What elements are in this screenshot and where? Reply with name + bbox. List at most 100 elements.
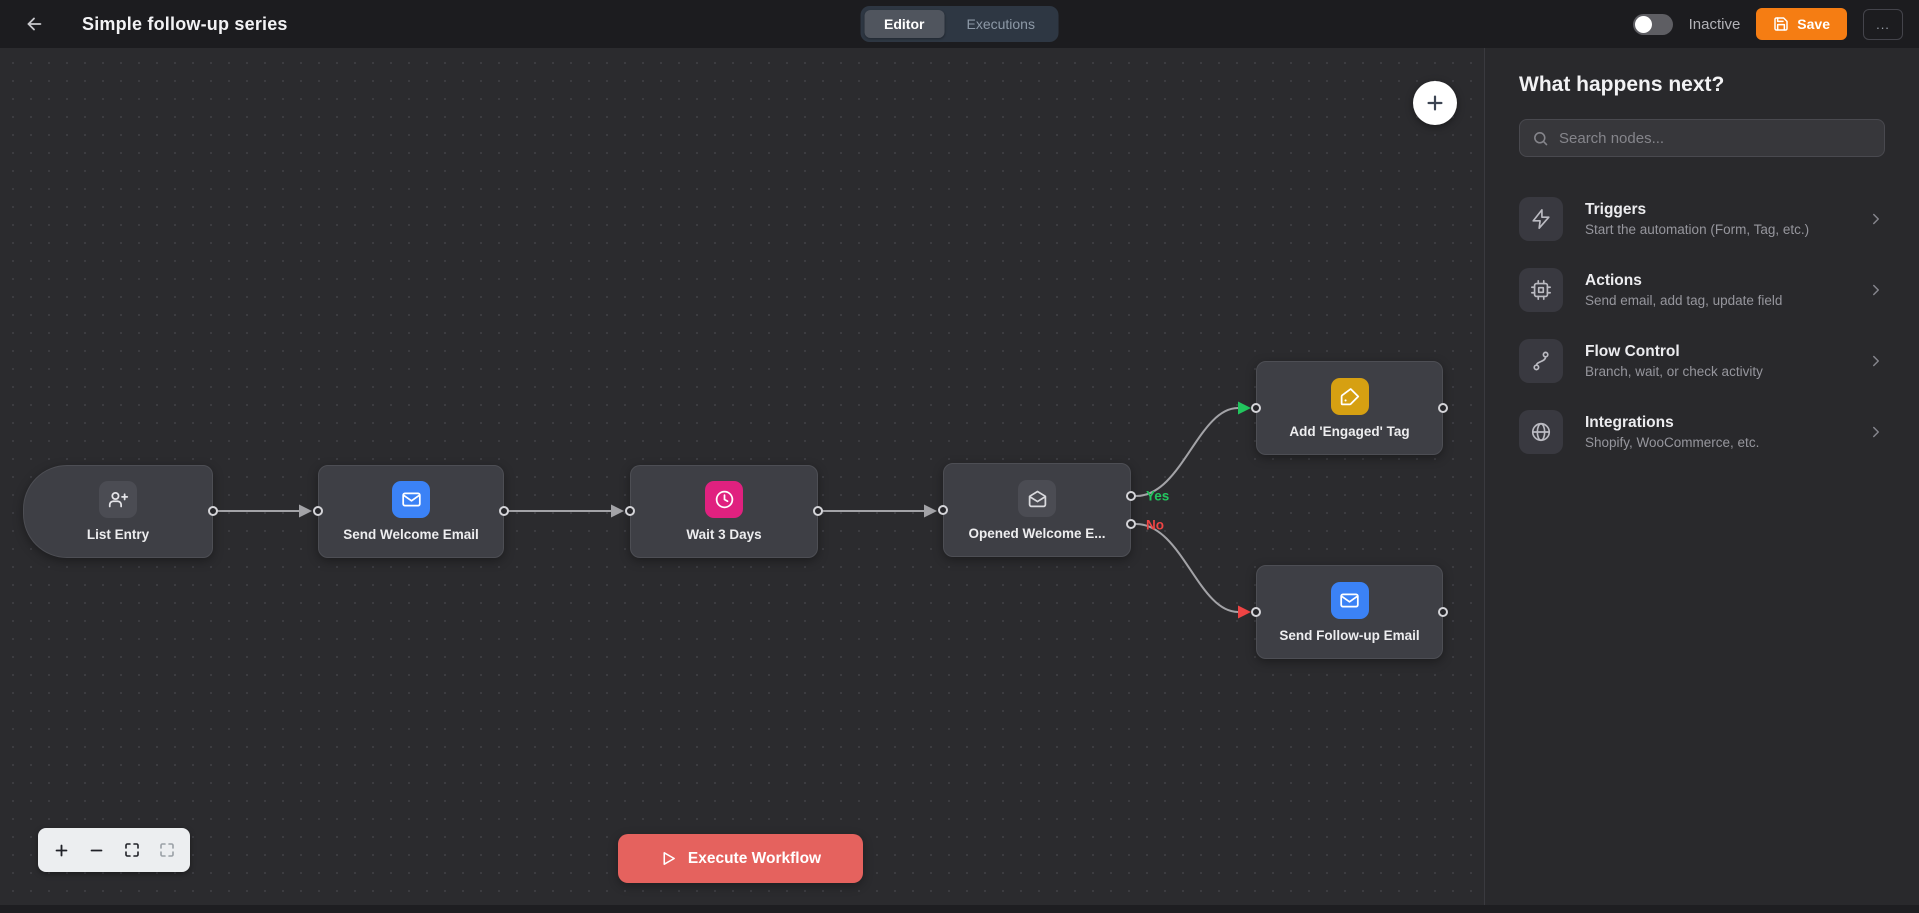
branch-label-no: No	[1146, 518, 1164, 533]
plus-icon	[1424, 92, 1446, 114]
add-node-button[interactable]	[1413, 81, 1457, 125]
mail-icon	[1331, 582, 1369, 619]
sidebar-item-flow-control[interactable]: Flow Control Branch, wait, or check acti…	[1519, 339, 1885, 383]
node-search-input[interactable]	[1559, 130, 1872, 147]
node-wait-3-days[interactable]: Wait 3 Days	[630, 465, 818, 558]
main-area: Yes No List Entry Send Welcome Email	[0, 48, 1919, 913]
sidebar-item-title: Flow Control	[1585, 343, 1867, 361]
port-out-add-engaged-tag[interactable]	[1438, 403, 1448, 413]
clock-icon	[705, 481, 743, 518]
arrowhead-no	[1238, 606, 1251, 619]
sidebar-item-text: Triggers Start the automation (Form, Tag…	[1563, 201, 1867, 237]
sidebar-item-integrations[interactable]: Integrations Shopify, WooCommerce, etc.	[1519, 410, 1885, 454]
chevron-right-icon	[1867, 281, 1885, 299]
port-in-send-follow-up-email[interactable]	[1251, 607, 1261, 617]
tag-icon	[1331, 378, 1369, 415]
port-out-send-follow-up-email[interactable]	[1438, 607, 1448, 617]
sidebar-item-subtitle: Branch, wait, or check activity	[1585, 364, 1867, 379]
back-button[interactable]	[16, 6, 52, 42]
port-in-send-welcome-email[interactable]	[313, 506, 323, 516]
node-send-welcome-email[interactable]: Send Welcome Email	[318, 465, 504, 558]
branch-icon	[1519, 339, 1563, 383]
search-icon	[1532, 130, 1549, 147]
zap-icon	[1519, 197, 1563, 241]
arrowhead-1	[299, 505, 312, 518]
tab-executions[interactable]: Executions	[946, 10, 1054, 38]
port-out-list-entry[interactable]	[208, 506, 218, 516]
sidebar-item-title: Actions	[1585, 272, 1867, 290]
edge-no	[1136, 524, 1238, 612]
port-out-no[interactable]	[1126, 519, 1136, 529]
zoom-in-button[interactable]	[44, 832, 79, 868]
status-label: Inactive	[1689, 16, 1741, 33]
branch-label-yes: Yes	[1146, 489, 1169, 504]
sidebar-item-title: Integrations	[1585, 414, 1867, 432]
sidebar-item-subtitle: Shopify, WooCommerce, etc.	[1585, 435, 1867, 450]
view-tabs: Editor Executions	[860, 6, 1059, 42]
fit-view-button[interactable]	[114, 832, 149, 868]
node-search-box	[1519, 119, 1885, 157]
tab-editor[interactable]: Editor	[864, 10, 944, 38]
edge-yes	[1136, 408, 1238, 496]
save-button[interactable]: Save	[1756, 8, 1847, 40]
chevron-right-icon	[1867, 210, 1885, 228]
node-send-follow-up-email[interactable]: Send Follow-up Email	[1256, 565, 1443, 659]
node-list-entry[interactable]: List Entry	[23, 465, 213, 558]
plus-icon	[53, 842, 70, 859]
mail-icon	[392, 481, 430, 518]
sidebar-item-text: Flow Control Branch, wait, or check acti…	[1563, 343, 1867, 379]
chevron-right-icon	[1867, 352, 1885, 370]
node-label: Wait 3 Days	[686, 527, 761, 542]
sidebar-item-subtitle: Send email, add tag, update field	[1585, 293, 1867, 308]
node-label: Send Follow-up Email	[1279, 628, 1419, 643]
minus-icon	[88, 842, 105, 859]
save-icon	[1773, 16, 1789, 32]
user-plus-icon	[99, 481, 137, 518]
node-label: Send Welcome Email	[343, 527, 479, 542]
sidebar-item-title: Triggers	[1585, 201, 1867, 219]
sidebar-item-text: Integrations Shopify, WooCommerce, etc.	[1563, 414, 1867, 450]
port-in-wait-3-days[interactable]	[625, 506, 635, 516]
port-out-wait-3-days[interactable]	[813, 506, 823, 516]
execute-workflow-button[interactable]: Execute Workflow	[618, 834, 863, 883]
execute-workflow-label: Execute Workflow	[688, 850, 821, 868]
node-opened-welcome-email[interactable]: Opened Welcome E...	[943, 463, 1131, 557]
arrow-left-icon	[23, 13, 45, 35]
window-bottom-edge	[0, 905, 1919, 913]
node-label: Opened Welcome E...	[968, 526, 1105, 541]
canvas-zoom-controls	[38, 828, 190, 872]
zoom-out-button[interactable]	[79, 832, 114, 868]
sidebar-item-subtitle: Start the automation (Form, Tag, etc.)	[1585, 222, 1867, 237]
port-in-add-engaged-tag[interactable]	[1251, 403, 1261, 413]
sidebar-item-triggers[interactable]: Triggers Start the automation (Form, Tag…	[1519, 197, 1885, 241]
workflow-canvas[interactable]: Yes No List Entry Send Welcome Email	[0, 48, 1484, 913]
node-add-engaged-tag[interactable]: Add 'Engaged' Tag	[1256, 361, 1443, 455]
reset-zoom-icon	[159, 842, 175, 858]
top-bar: Simple follow-up series Editor Execution…	[0, 0, 1919, 48]
sidebar-item-text: Actions Send email, add tag, update fiel…	[1563, 272, 1867, 308]
reset-zoom-button[interactable]	[149, 832, 184, 868]
more-options-button[interactable]: ...	[1863, 9, 1903, 40]
cpu-icon	[1519, 268, 1563, 312]
port-out-send-welcome-email[interactable]	[499, 506, 509, 516]
sidebar-item-actions[interactable]: Actions Send email, add tag, update fiel…	[1519, 268, 1885, 312]
workflow-title[interactable]: Simple follow-up series	[82, 14, 288, 35]
globe-icon	[1519, 410, 1563, 454]
arrowhead-2	[611, 505, 624, 518]
port-in-opened-welcome-email[interactable]	[938, 505, 948, 515]
node-label: List Entry	[87, 527, 149, 542]
topbar-actions: Inactive Save ...	[1633, 8, 1903, 40]
arrowhead-3	[924, 505, 937, 518]
active-toggle[interactable]	[1633, 14, 1673, 35]
node-picker-sidebar: What happens next? Triggers Start the au…	[1484, 48, 1919, 913]
sidebar-title: What happens next?	[1519, 73, 1885, 97]
port-out-yes[interactable]	[1126, 491, 1136, 501]
save-button-label: Save	[1797, 16, 1830, 32]
arrowhead-yes	[1238, 402, 1251, 415]
chevron-right-icon	[1867, 423, 1885, 441]
mail-open-icon	[1018, 480, 1056, 517]
toggle-knob	[1635, 16, 1652, 33]
node-label: Add 'Engaged' Tag	[1289, 424, 1409, 439]
play-icon	[660, 850, 677, 867]
